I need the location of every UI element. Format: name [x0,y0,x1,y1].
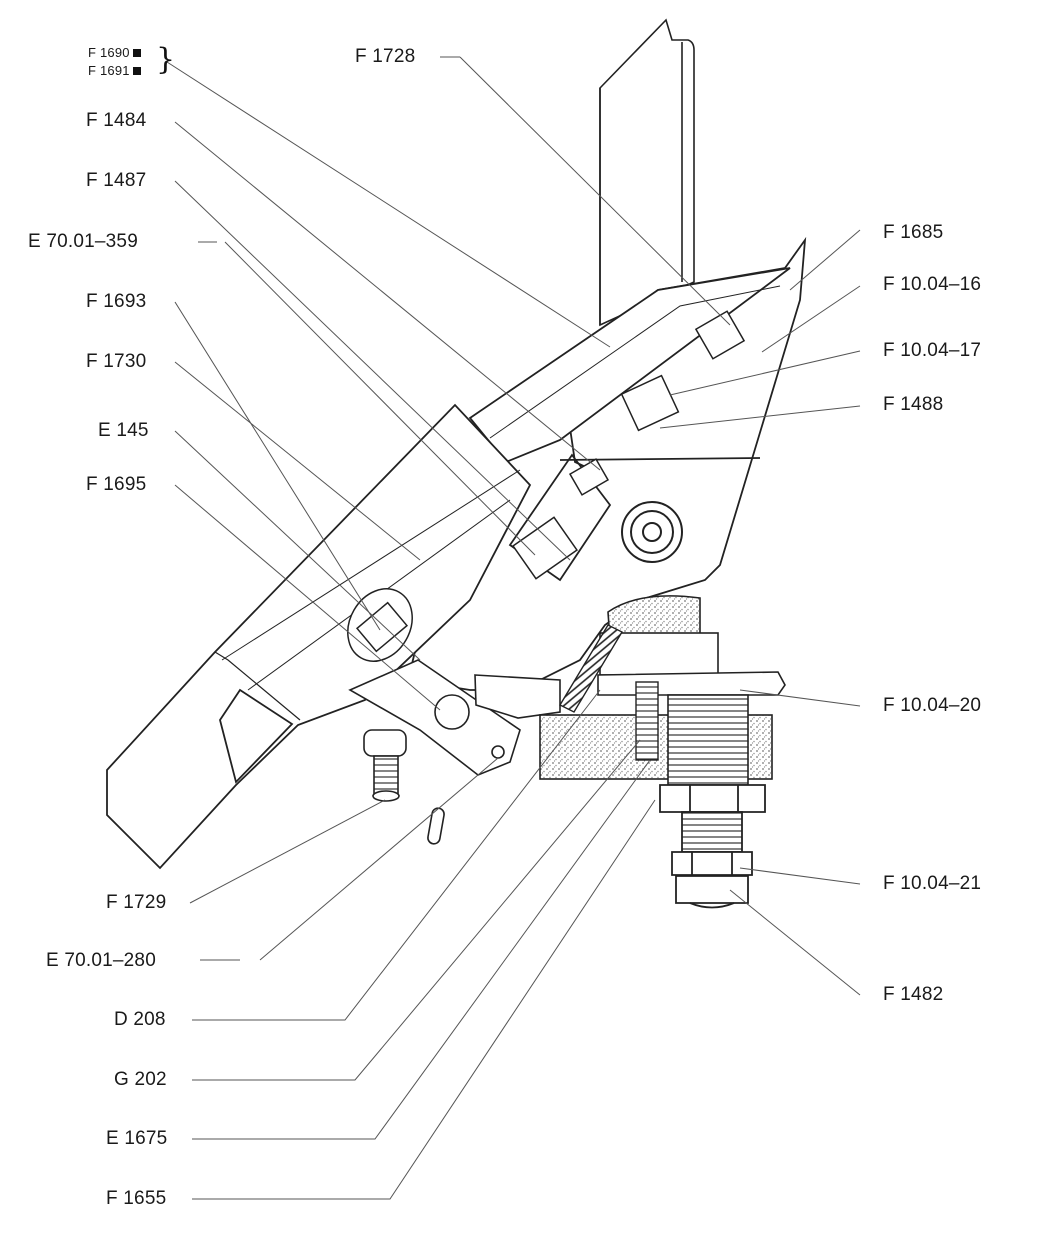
base-block [539,595,786,786]
part-label-f1691: F 1691 [88,64,141,78]
part-label-f1693: F 1693 [86,291,147,312]
pivot-bushing [621,501,683,563]
nut-stack [659,784,766,909]
part-label-f1488: F 1488 [883,394,944,415]
side-bracket [348,659,561,776]
part-label-e70-01-280: E 70.01–280 [46,950,156,971]
left-arm [106,403,532,870]
part-label-e145: E 145 [98,420,149,441]
part-label-f10-04-21: F 10.04–21 [883,873,982,894]
coil-spring [559,624,659,761]
part-label-f1690-text: F 1690 [88,45,130,60]
square-marker-icon [132,67,141,75]
part-label-f1730: F 1730 [86,351,147,372]
part-label-f1695: F 1695 [86,474,147,495]
part-label-f10-04-20: F 10.04–20 [883,695,982,716]
part-label-f1487: F 1487 [86,170,147,191]
part-label-f10-04-16: F 10.04–16 [883,274,982,295]
part-label-f10-04-17: F 10.04–17 [883,340,982,361]
part-label-f1655: F 1655 [106,1188,167,1209]
part-label-f1690: F 1690 [88,46,141,60]
part-label-f1729: F 1729 [106,892,167,913]
brace-icon: } [156,42,176,77]
part-label-f1685: F 1685 [883,222,944,243]
loose-hardware [363,729,445,845]
part-label-f1484: F 1484 [86,110,147,131]
part-label-f1482: F 1482 [883,984,944,1005]
part-label-f1728: F 1728 [355,46,416,67]
part-label-e1675: E 1675 [106,1128,168,1149]
square-marker-icon [132,49,141,57]
part-label-g202: G 202 [114,1069,167,1090]
part-label-e70-01-359: E 70.01–359 [28,231,138,252]
part-label-f1691-text: F 1691 [88,63,130,78]
leader-lines [166,56,861,1200]
back-plate [599,18,695,327]
part-label-d208: D 208 [114,1009,166,1030]
